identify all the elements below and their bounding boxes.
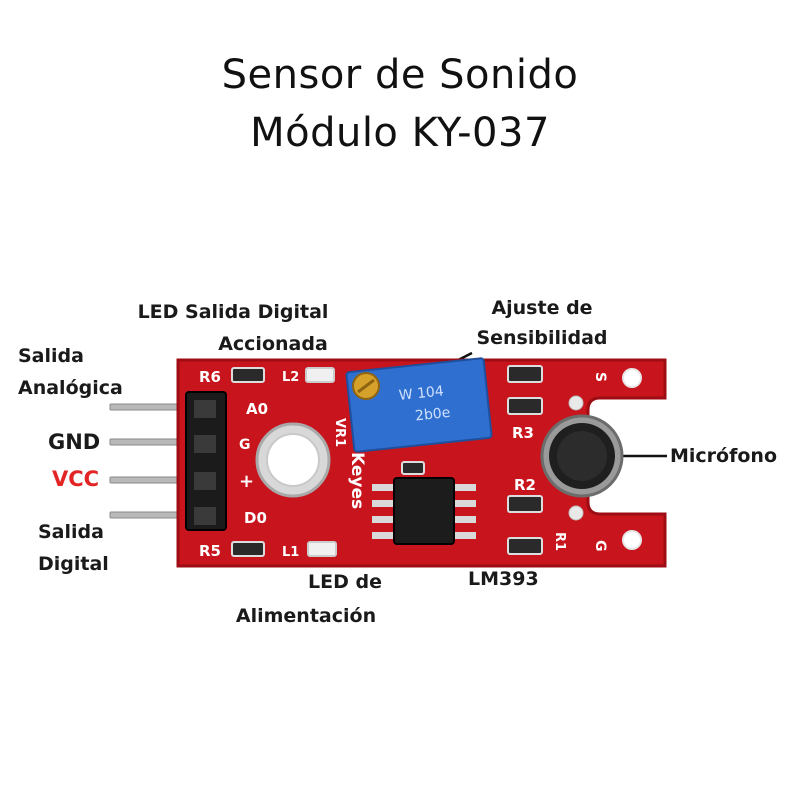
label-lm393: LM393 [468, 568, 539, 590]
pad-g [568, 505, 584, 521]
resistor-r5 [231, 541, 265, 557]
silk-a0: A0 [246, 400, 268, 418]
label-salida-digital-1: Salida [38, 521, 104, 543]
silk-keyes: Keyes [347, 452, 367, 509]
label-ajuste-2: Sensibilidad [476, 327, 608, 349]
resistor-r2 [507, 495, 543, 513]
page-title-line-1: Sensor de Sonido [221, 52, 579, 98]
silk-l1: L1 [282, 545, 299, 560]
silk-s: S [592, 372, 608, 382]
silk-l2: L2 [282, 370, 299, 385]
label-salida-digital-2: Digital [38, 553, 109, 575]
resistor-r1 [507, 537, 543, 555]
silk-r2: R2 [514, 476, 536, 494]
hole-bottom-right [622, 530, 642, 550]
cap-top [507, 365, 543, 383]
silk-d0: D0 [244, 509, 267, 527]
pot-code-1: W 104 [398, 383, 445, 404]
label-vcc: VCC [52, 467, 100, 491]
label-led-salida-digital-1: LED Salida Digital [137, 301, 329, 323]
pin-header-block [185, 391, 227, 531]
microphone [540, 414, 624, 498]
silk-g: G [239, 437, 251, 453]
silk-g-right: G [592, 540, 608, 552]
label-led-alimentacion-1: LED de [308, 571, 382, 593]
label-gnd: GND [48, 430, 101, 454]
cap-small [401, 461, 425, 475]
page-title-line-2: Módulo KY-037 [250, 110, 550, 156]
silk-plus: + [239, 471, 254, 492]
label-ajuste-1: Ajuste de [491, 297, 593, 319]
pad-s [568, 395, 584, 411]
led-digital [305, 367, 335, 383]
label-salida-analogica-2: Analógica [18, 377, 123, 399]
resistor-r3 [507, 397, 543, 415]
mounting-hole-inner [266, 433, 320, 487]
silk-vr1: VR1 [332, 418, 347, 447]
label-microfono: Micrófono [670, 445, 778, 467]
silk-r5: R5 [199, 542, 221, 560]
silk-r6: R6 [199, 368, 221, 386]
pot-code-2: 2b0e [414, 405, 451, 425]
label-salida-analogica-1: Salida [18, 345, 84, 367]
resistor-r6 [231, 367, 265, 383]
label-led-alimentacion-2: Alimentación [235, 605, 377, 627]
label-led-salida-digital-2: Accionada [218, 333, 328, 355]
silk-r3: R3 [512, 424, 534, 442]
silk-r1: R1 [552, 532, 567, 551]
led-power [307, 541, 337, 557]
smd-components [231, 365, 543, 557]
hole-top-right [622, 368, 642, 388]
lm393-chip [372, 477, 476, 545]
potentiometer: W 104 2b0e [345, 357, 493, 453]
